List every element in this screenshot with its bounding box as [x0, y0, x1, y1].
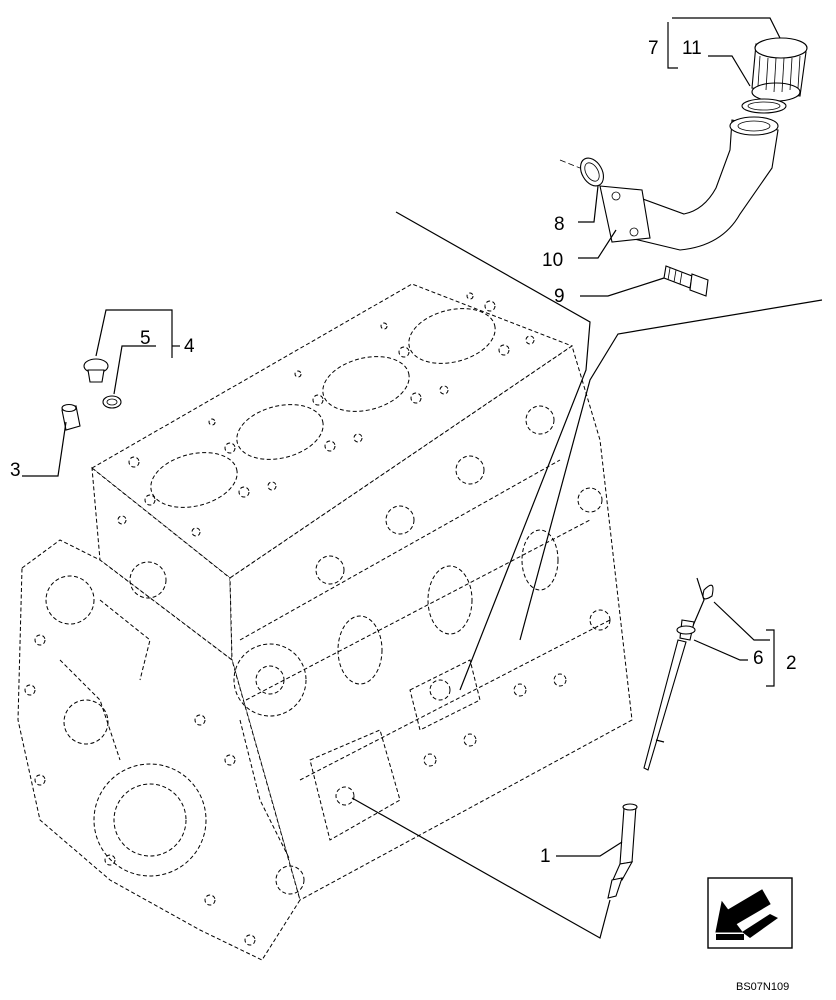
callout-6: 6 — [753, 648, 764, 669]
callout-8: 8 — [554, 214, 565, 235]
leader-9 — [580, 277, 665, 297]
callout-1: 1 — [540, 846, 551, 867]
callout-7: 7 — [648, 38, 659, 59]
bracket-7-top — [672, 17, 781, 39]
callout-2: 2 — [786, 653, 797, 674]
leader-8 — [578, 185, 599, 223]
arrow-left-down-icon[interactable] — [707, 877, 793, 949]
part-7-filler-cap — [751, 37, 808, 102]
part-11-seal-ring — [741, 98, 787, 114]
leader-10 — [578, 229, 617, 259]
leader-lines — [351, 211, 823, 939]
part-10-filler-tube — [599, 116, 779, 251]
part-8-o-ring — [559, 157, 605, 187]
figure-code: BS07N109 — [736, 981, 789, 993]
callout-11: 11 — [682, 38, 702, 59]
callout-9: 9 — [554, 286, 565, 307]
part-2-dipstick — [643, 577, 714, 771]
bracket-7-left — [667, 22, 678, 69]
leader-6b — [693, 639, 748, 661]
part-9-bolt — [663, 265, 709, 297]
part-1-dipstick-tube — [556, 803, 638, 899]
leader-6 — [713, 601, 770, 641]
bracket-2 — [766, 629, 775, 687]
callout-5: 5 — [140, 328, 151, 349]
engine-block — [17, 283, 633, 961]
callout-10: 10 — [542, 250, 563, 271]
leader-11 — [708, 55, 751, 87]
callout-4: 4 — [184, 336, 195, 357]
bracket-4 — [95, 309, 173, 358]
part-3-dowel-pin — [22, 403, 81, 477]
leader-5 — [113, 345, 156, 395]
part-4-plug — [83, 358, 122, 409]
callout-3: 3 — [10, 460, 21, 481]
